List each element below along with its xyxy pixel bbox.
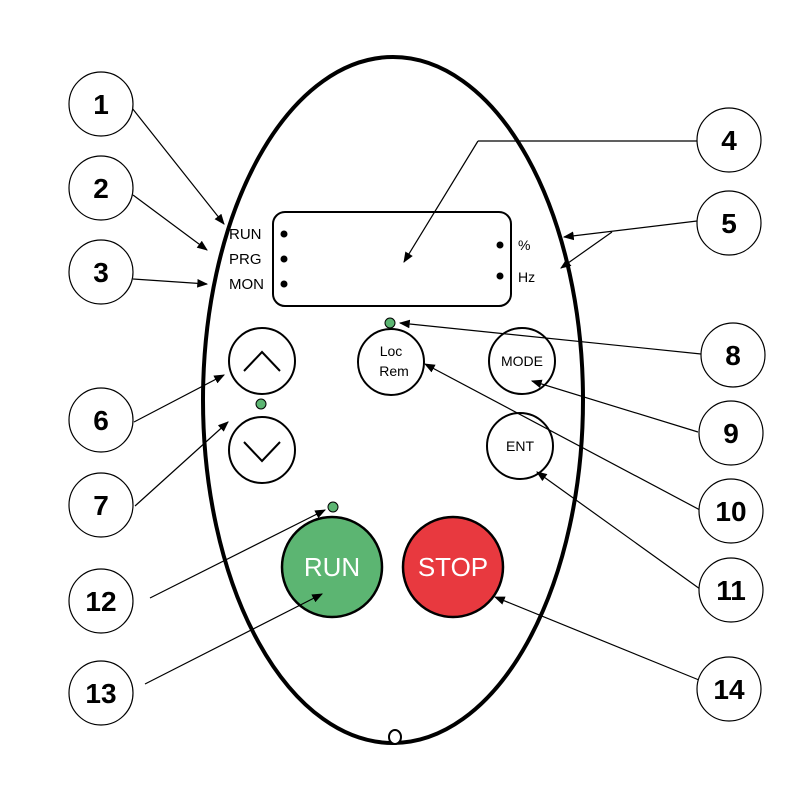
indicator-mon-led (280, 280, 288, 288)
svg-text:4: 4 (721, 125, 737, 156)
stop-button-label: STOP (418, 552, 488, 582)
callout-5: 5 (696, 190, 762, 256)
svg-text:3: 3 (93, 257, 109, 288)
callout-4: 4 (696, 107, 762, 173)
up-down-led (255, 398, 267, 410)
leader-5b (560, 231, 613, 269)
chevron-down-icon (243, 441, 281, 463)
callout-3: 3 (68, 239, 134, 305)
indicator-mon-label: MON (229, 276, 264, 293)
svg-text:9: 9 (723, 418, 739, 449)
unit-percent-label: % (518, 237, 530, 253)
callout-9: 9 (698, 400, 764, 466)
loc-rem-key[interactable]: Loc Rem (357, 328, 425, 396)
callout-11: 11 (698, 557, 764, 623)
callout-8: 8 (700, 322, 766, 388)
chevron-up-icon (243, 350, 281, 372)
run-button[interactable]: RUN (280, 515, 384, 619)
svg-text:11: 11 (716, 575, 746, 606)
svg-text:8: 8 (725, 340, 741, 371)
indicator-run-led (280, 230, 288, 238)
indicator-prg-led (280, 255, 288, 263)
svg-text:5: 5 (721, 208, 737, 239)
leader-13 (144, 593, 323, 685)
leader-7 (134, 421, 229, 507)
unit-hz-label: Hz (518, 269, 535, 285)
callout-6: 6 (68, 387, 134, 453)
callout-10: 10 (698, 478, 764, 544)
stop-button[interactable]: STOP (401, 515, 505, 619)
leader-1 (131, 107, 225, 225)
leader-12 (149, 509, 326, 599)
callout-1: 1 (68, 71, 134, 137)
leader-8 (398, 319, 702, 355)
run-led (327, 501, 339, 513)
down-key[interactable] (228, 416, 296, 484)
leader-4b (403, 140, 479, 263)
svg-text:7: 7 (93, 490, 109, 521)
callout-2: 2 (68, 155, 134, 221)
mode-key-label: MODE (501, 353, 543, 369)
leader-3 (132, 278, 209, 288)
loc-rem-key-line2: Rem (379, 363, 409, 379)
callout-7: 7 (68, 472, 134, 538)
leader-lines (131, 107, 702, 685)
leader-10 (424, 363, 701, 511)
display-window (272, 211, 512, 307)
leader-5a (562, 220, 698, 241)
run-button-label: RUN (304, 552, 360, 582)
mode-key[interactable]: MODE (488, 327, 556, 395)
indicator-prg-label: PRG (229, 251, 262, 268)
unit-hz-led (496, 272, 504, 280)
unit-percent-led (496, 241, 504, 249)
up-key[interactable] (228, 327, 296, 395)
svg-text:2: 2 (93, 173, 109, 204)
svg-text:1: 1 (93, 89, 109, 120)
mounting-hole (388, 729, 402, 745)
leader-6 (133, 374, 225, 423)
svg-text:13: 13 (85, 678, 116, 709)
svg-text:10: 10 (715, 496, 746, 527)
svg-text:12: 12 (85, 586, 116, 617)
svg-text:6: 6 (93, 405, 109, 436)
callout-12: 12 (68, 568, 134, 634)
callout-13: 13 (68, 660, 134, 726)
leader-9 (530, 379, 699, 433)
ent-key-label: ENT (506, 438, 534, 454)
indicator-run-label: RUN (229, 226, 262, 243)
leader-14 (493, 596, 700, 681)
loc-rem-led (384, 317, 396, 329)
leader-2 (132, 194, 208, 251)
ent-key[interactable]: ENT (486, 412, 554, 480)
callout-14: 14 (696, 656, 762, 722)
leader-11 (536, 471, 701, 590)
loc-rem-key-line1: Loc (380, 343, 403, 359)
svg-text:14: 14 (713, 674, 745, 705)
